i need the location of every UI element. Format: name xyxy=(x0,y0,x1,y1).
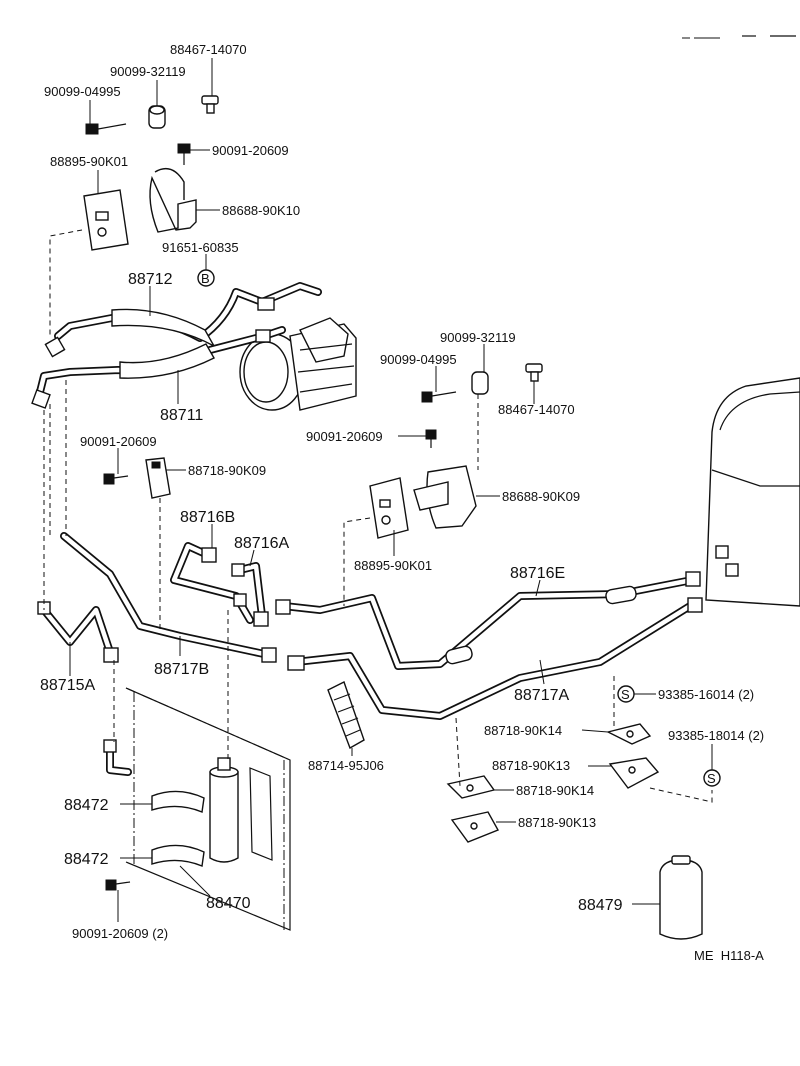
receiver-drier-88470 xyxy=(209,757,239,863)
label-88718-90K09: 88718-90K09 xyxy=(188,463,266,478)
label-88467-14070-a: 88467-14070 xyxy=(170,42,247,57)
grommet-90099-32119-b xyxy=(471,371,489,395)
label-88717B: 88717B xyxy=(154,661,209,678)
label-88716A: 88716A xyxy=(234,535,289,552)
label-88895-90K01-b: 88895-90K01 xyxy=(354,558,432,573)
symbol-s-b: S xyxy=(703,769,721,787)
label-90099-04995-b: 90099-04995 xyxy=(380,352,457,367)
symbol-b-text: B xyxy=(201,271,210,286)
label-88718-90K14-a: 88718-90K14 xyxy=(484,723,562,738)
label-88472-b: 88472 xyxy=(64,851,109,868)
bracket-88472-a xyxy=(151,790,205,813)
part-labels: 88467-14070 90099-32119 90099-04995 9009… xyxy=(40,42,764,963)
pipe-88716B xyxy=(170,542,254,624)
hose-fittings-left xyxy=(31,336,66,409)
clamp-88718-90K13-b xyxy=(450,811,499,843)
bolt-90099-04995-b xyxy=(421,391,457,403)
label-88718-90K13-b: 88718-90K13 xyxy=(518,815,596,830)
bracket-88472-b xyxy=(151,844,205,867)
screw-88467-14070-a xyxy=(201,95,219,114)
label-88712: 88712 xyxy=(128,271,173,288)
label-88895-90K01-a: 88895-90K01 xyxy=(50,154,128,169)
bracket-88688-90K10 xyxy=(149,168,197,233)
symbol-s-b-text: S xyxy=(707,771,716,786)
grommet-88714-95J06 xyxy=(327,681,365,750)
label-90091-20609-c: 90091-20609 xyxy=(80,434,157,449)
symbol-b: B xyxy=(197,269,215,287)
bolt-90091-20609-c xyxy=(103,473,129,485)
leader-lines xyxy=(69,58,713,922)
bolt-90091-20609-a xyxy=(177,143,191,165)
condenser-inlet-pipe xyxy=(103,739,132,776)
condenser xyxy=(125,687,291,931)
bolt-90091-20609-d xyxy=(105,879,131,891)
pipe-88715A xyxy=(37,601,119,663)
label-88472-a: 88472 xyxy=(64,797,109,814)
label-88470: 88470 xyxy=(206,895,251,912)
clamp-88718-90K09 xyxy=(145,457,171,499)
pipe-88716E xyxy=(275,571,701,670)
grommet-90099-32119-a xyxy=(148,105,166,129)
clamp-88718-90K14-b xyxy=(446,775,496,799)
label-88715A: 88715A xyxy=(40,677,95,694)
compressor xyxy=(239,317,357,411)
label-93385-16014: 93385-16014 (2) xyxy=(658,687,754,702)
label-88688-90K09: 88688-90K09 xyxy=(502,489,580,504)
hose-88711 xyxy=(36,326,286,396)
bottle-88479 xyxy=(659,855,703,940)
bolt-90091-20609-b xyxy=(425,429,437,448)
label-91651-60835: 91651-60835 xyxy=(162,240,239,255)
reference-code: ME H118-A xyxy=(694,948,764,963)
bolt-90099-04995-a xyxy=(85,123,127,135)
label-90099-32119-b: 90099-32119 xyxy=(440,330,516,345)
label-88711: 88711 xyxy=(160,407,203,424)
corner-marks xyxy=(682,35,796,39)
label-88716E: 88716E xyxy=(510,565,565,582)
label-88718-90K13-a: 88718-90K13 xyxy=(492,758,570,773)
label-88716B: 88716B xyxy=(180,509,235,526)
bracket-88895-90K01-a xyxy=(83,189,129,251)
label-90091-20609-2: 90091-20609 (2) xyxy=(72,926,168,941)
screw-88467-14070-b xyxy=(525,363,543,382)
symbol-s-a-text: S xyxy=(621,687,630,702)
label-90099-04995-a: 90099-04995 xyxy=(44,84,121,99)
hose-88712 xyxy=(54,282,322,348)
symbol-s-a: S xyxy=(617,685,635,703)
label-88717A: 88717A xyxy=(514,687,569,704)
label-88718-90K14-b: 88718-90K14 xyxy=(516,783,594,798)
pipe-88717B xyxy=(60,532,277,663)
label-88467-14070-b: 88467-14070 xyxy=(498,402,575,417)
label-90091-20609-a: 90091-20609 xyxy=(212,143,289,158)
clamp-88718-90K14-a xyxy=(605,723,652,745)
label-90091-20609-b: 90091-20609 xyxy=(306,429,383,444)
clamp-88718-90K13-a xyxy=(608,757,660,789)
label-88479: 88479 xyxy=(578,897,623,914)
label-93385-18014: 93385-18014 (2) xyxy=(668,728,764,743)
bracket-88688-90K09 xyxy=(413,465,477,529)
pipe-88717A xyxy=(287,597,703,720)
pipe-88716A xyxy=(231,562,269,627)
label-88688-90K10: 88688-90K10 xyxy=(222,203,300,218)
label-88714-95J06: 88714-95J06 xyxy=(308,758,384,773)
bracket-88895-90K01-b xyxy=(369,477,409,539)
assembly-lines xyxy=(43,229,713,803)
evaporator-unit xyxy=(705,377,800,607)
label-90099-32119-a: 90099-32119 xyxy=(110,64,186,79)
